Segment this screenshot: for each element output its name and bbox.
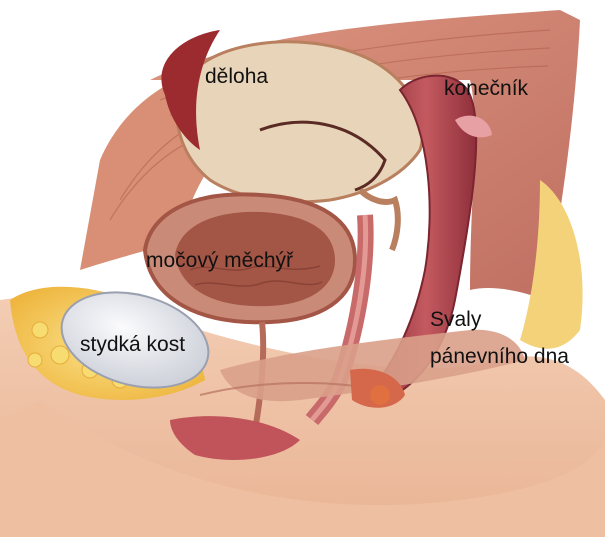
label-pelvic-floor-line1: Svaly [430,307,481,333]
label-rectum: konečník [444,76,528,102]
label-pubic-bone: stydká kost [80,332,185,358]
label-uterus: děloha [205,64,268,90]
label-bladder: močový měchýř [146,248,293,274]
label-pelvic-floor-line2: pánevního dna [430,344,569,370]
